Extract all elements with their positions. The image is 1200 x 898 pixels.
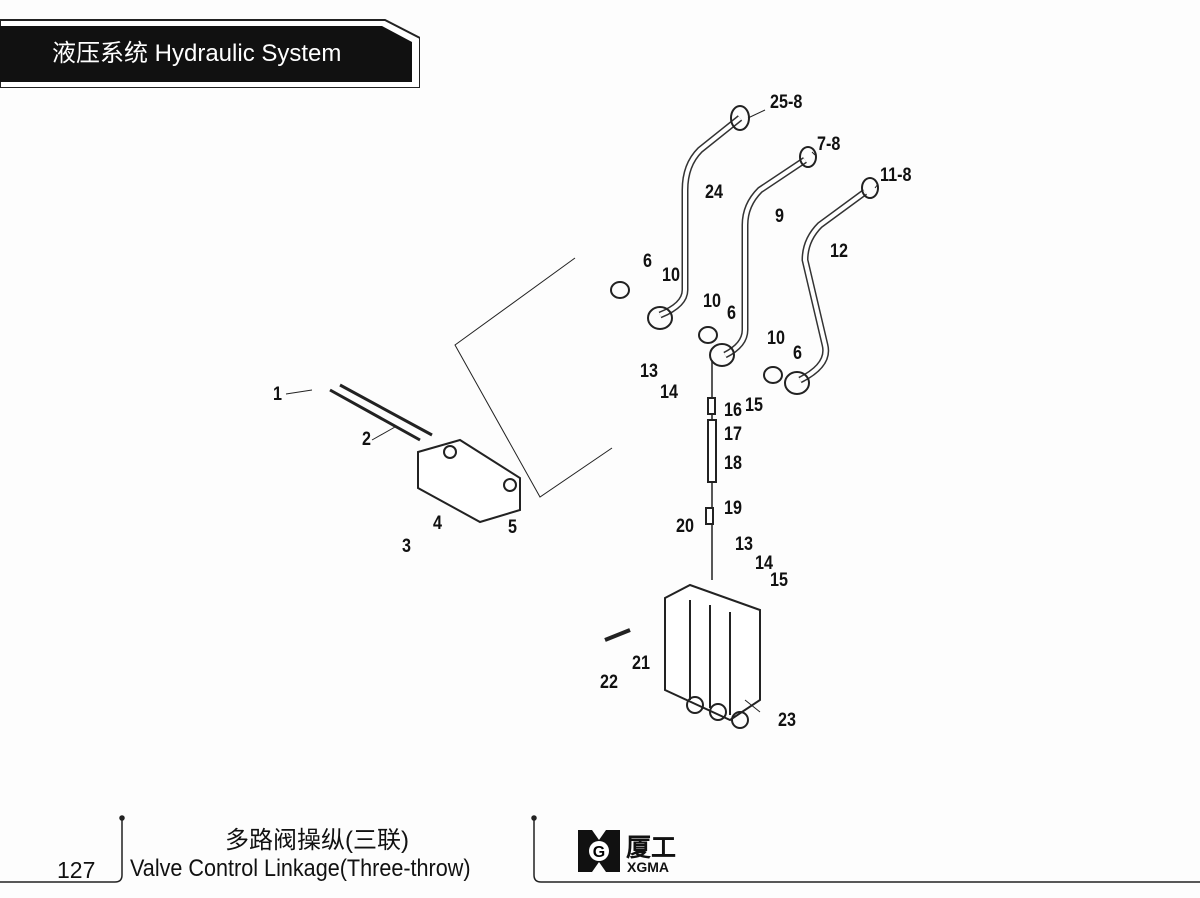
- part-callout: 23: [778, 710, 796, 731]
- part-callout: 6: [793, 343, 802, 364]
- part-callout: 10: [703, 291, 721, 312]
- part-callout: 2: [362, 429, 371, 450]
- footer-rules: [0, 815, 1200, 883]
- part-callout: 7-8: [817, 134, 841, 155]
- part-callout: 4: [433, 513, 442, 534]
- logo-text-cn: 厦工: [626, 834, 677, 862]
- part-callout: 20: [676, 516, 694, 537]
- part-callout: 16: [724, 400, 742, 421]
- part-callout: 3: [402, 536, 411, 557]
- section-title: 液压系统 Hydraulic System: [52, 40, 342, 67]
- part-callout: 19: [724, 498, 742, 519]
- part-callout: 15: [770, 570, 788, 591]
- part-callout: 21: [632, 653, 650, 674]
- part-callout: 10: [767, 328, 785, 349]
- part-callout: 14: [660, 382, 678, 403]
- svg-text:G: G: [593, 844, 605, 861]
- part-callout: 1: [273, 384, 282, 405]
- part-callout: 12: [830, 241, 848, 262]
- figure-title-en: Valve Control Linkage(Three-throw): [130, 855, 471, 882]
- section-banner: [0, 19, 420, 88]
- part-callout: 6: [643, 251, 652, 272]
- part-callout: 17: [724, 424, 742, 445]
- part-callout: 18: [724, 453, 742, 474]
- part-callout: 13: [640, 361, 658, 382]
- page-number: 127: [57, 857, 96, 883]
- part-callout: 22: [600, 672, 618, 693]
- part-callout: 10: [662, 265, 680, 286]
- part-callout: 14: [755, 553, 773, 574]
- part-callout: 13: [735, 534, 753, 555]
- part-callout: 15: [745, 395, 763, 416]
- logo-text-en: XGMA: [627, 859, 669, 875]
- part-callout: 9: [775, 206, 784, 227]
- xgma-logo-icon: G: [578, 830, 620, 872]
- part-callout: 6: [727, 303, 736, 324]
- figure-title-cn: 多路阀操纵(三联): [225, 827, 409, 854]
- part-callout: 11-8: [880, 165, 912, 186]
- part-callout: 25-8: [770, 92, 803, 113]
- part-callout: 24: [705, 182, 723, 203]
- part-callout: 5: [508, 517, 517, 538]
